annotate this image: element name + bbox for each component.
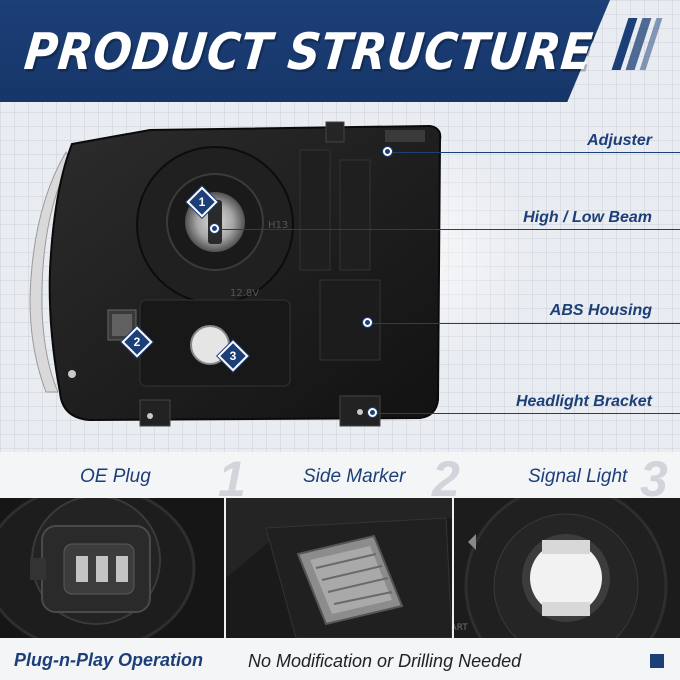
feature-number-2: 2 xyxy=(432,451,460,507)
hero-section: PRODUCT STRUCTURE xyxy=(0,0,680,452)
marker-number: 2 xyxy=(133,335,141,349)
callout-high-low-beam: High / Low Beam xyxy=(523,209,652,226)
detail-side-marker xyxy=(226,498,452,638)
callout-line-beam xyxy=(219,229,680,230)
page-title: PRODUCT STRUCTURE xyxy=(21,22,596,82)
bulb-key xyxy=(208,200,222,244)
title-banner xyxy=(0,0,610,102)
callout-adjuster: Adjuster xyxy=(587,132,652,149)
mount-screw-2 xyxy=(147,413,153,419)
footer: Plug-n-Play Operation No Modification or… xyxy=(0,638,680,680)
feature-signal-light: Signal Light xyxy=(528,466,628,487)
footer-text: No Modification or Drilling Needed xyxy=(248,651,522,671)
side-marker-texture xyxy=(112,314,132,336)
footer-square-accent xyxy=(650,654,664,668)
chrome-edge xyxy=(29,150,71,393)
marker-number: 1 xyxy=(198,195,206,209)
callout-dot-bracket xyxy=(368,408,377,417)
detail-oe-plug xyxy=(0,498,224,638)
footer-headline: Plug-n-Play Operation xyxy=(14,650,204,670)
callout-line-housing xyxy=(372,323,680,324)
oe-plug-image xyxy=(0,498,224,638)
callout-line-bracket xyxy=(377,413,680,414)
mount-screw-3 xyxy=(357,409,363,415)
voltage-emboss: 12.8V xyxy=(230,288,259,299)
marker-number: 3 xyxy=(229,349,237,363)
callout-dot-beam xyxy=(210,224,219,233)
callout-abs-housing: ABS Housing xyxy=(549,302,652,319)
detail-photos: START xyxy=(0,498,680,638)
side-marker-image xyxy=(226,498,452,638)
callout-headlight-bracket: Headlight Bracket xyxy=(515,393,652,410)
feature-oe-plug: OE Plug xyxy=(80,466,151,487)
start-emboss: START xyxy=(454,623,468,633)
feature-strip: 1 OE Plug 2 Side Marker 3 Signal Light xyxy=(0,452,680,504)
bracket-tab-1 xyxy=(139,399,171,427)
housing-rib-1 xyxy=(299,149,331,271)
adjuster-post xyxy=(325,121,345,143)
bulb-type-emboss: H13 xyxy=(268,220,288,231)
feature-number-3: 3 xyxy=(640,451,668,507)
callout-dot-housing xyxy=(363,318,372,327)
feature-side-marker: Side Marker xyxy=(303,466,406,487)
side-reflector xyxy=(385,130,425,142)
housing-rib-2 xyxy=(339,159,371,271)
detail-signal-light: START xyxy=(454,498,680,638)
mount-screw-1 xyxy=(68,370,76,378)
signal-light-image: START xyxy=(454,498,680,638)
callout-line-adjuster xyxy=(392,152,680,153)
feature-number-1: 1 xyxy=(218,451,246,507)
callout-dot-adjuster xyxy=(383,147,392,156)
